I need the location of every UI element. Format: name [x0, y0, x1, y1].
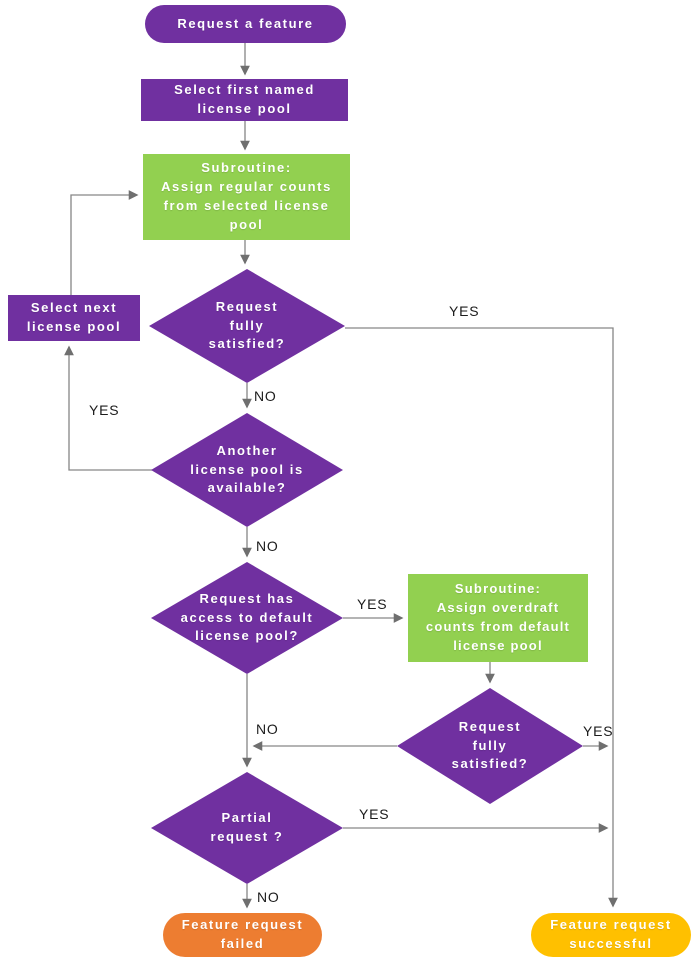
edge-another-yes	[64, 345, 152, 471]
edge-label-partial-no: NO	[257, 889, 280, 905]
edge-label-satisfied1-no: NO	[254, 388, 277, 404]
edge-satisfied1-yes-rail	[345, 327, 618, 908]
node-select-next-license-pool: Select next license pool	[8, 295, 140, 341]
node-subroutine-assign-overdraft-counts: Subroutine: Assign overdraft counts from…	[408, 574, 588, 662]
edge-label-satisfied1-yes: YES	[449, 303, 480, 319]
node-select-first-license-pool: Select first named license pool	[141, 79, 348, 121]
edge-label-satisfied2-no: NO	[256, 721, 279, 737]
node-subroutine-assign-regular-counts: Subroutine: Assign regular counts from s…	[143, 154, 350, 240]
edge-select-next-to-subroutine1	[70, 190, 139, 295]
edge-label-satisfied2-yes: YES	[583, 723, 614, 739]
node-request-a-feature: Request a feature	[145, 5, 346, 43]
node-feature-request-successful: Feature request successful	[531, 913, 691, 957]
node-feature-request-failed: Feature request failed	[163, 913, 322, 957]
edge-label-another-no: NO	[256, 538, 279, 554]
edge-label-partial-yes: YES	[359, 806, 390, 822]
edge-label-access-yes: YES	[357, 596, 388, 612]
edge-label-another-yes: YES	[89, 402, 120, 418]
